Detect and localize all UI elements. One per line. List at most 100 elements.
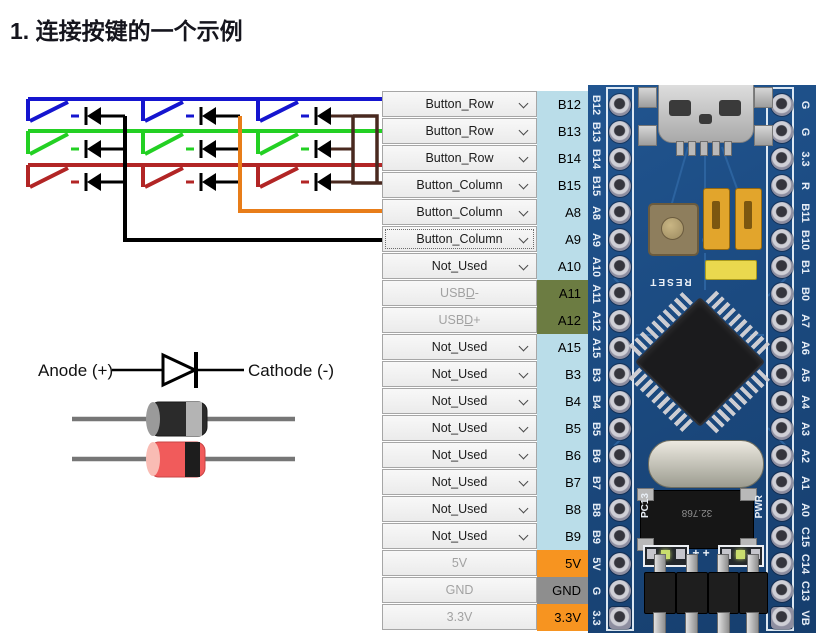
pin-hole-right (771, 93, 793, 116)
board-pin-label-right: C13 (799, 580, 811, 601)
pin-function-label: USBD- (440, 286, 479, 300)
board-pin-label-left: B8 (590, 502, 602, 517)
diode-photo-black (72, 401, 295, 437)
board-pin-label-right: A5 (799, 367, 811, 382)
pin-function-dropdown[interactable]: Not_Used (382, 496, 537, 522)
pin-hole-left (609, 201, 631, 224)
pin-hole-left (609, 552, 631, 575)
pin-function-static: USBD- (382, 280, 537, 306)
pin-cell: A9 (537, 226, 588, 253)
pin-hole-left (609, 93, 631, 116)
pin-function-dropdown[interactable]: Not_Used (382, 442, 537, 468)
pin-function-static: 5V (382, 550, 537, 576)
pin-hole-left (609, 498, 631, 521)
boot0-jumper[interactable] (703, 188, 730, 250)
pin-hole-right (771, 174, 793, 197)
pin-cell: A10 (537, 253, 588, 280)
pin-function-dropdown[interactable]: Button_Row (382, 145, 537, 171)
usb-mount-tab (638, 87, 657, 108)
pin-cell: B13 (537, 118, 588, 145)
board-pin-label-left: A12 (590, 310, 602, 331)
pin-function-dropdown[interactable]: Button_Row (382, 118, 537, 144)
diode-symbol (112, 352, 244, 388)
pin-row: Button_Column A8 (382, 199, 588, 226)
board-pin-label-right: B1 (799, 259, 811, 274)
pin-function-dropdown[interactable]: Not_Used (382, 334, 537, 360)
pin-hole-right (771, 390, 793, 413)
pin-function-dropdown[interactable]: Not_Used (382, 415, 537, 441)
pin-row: USBD+A12 (382, 307, 588, 334)
pin-hole-right (771, 147, 793, 170)
pin-function-static: 3.3V (382, 604, 537, 630)
pin-function-dropdown[interactable]: Button_Row (382, 91, 537, 117)
reset-button[interactable] (648, 203, 699, 256)
pin-hole-left (609, 606, 631, 629)
board-pin-label-left: B7 (590, 475, 602, 490)
pin-function-label: Not_Used (431, 259, 488, 273)
pin-function-dropdown[interactable]: Not_Used (382, 253, 537, 279)
pin-function-dropdown[interactable]: Not_Used (382, 388, 537, 414)
board-pin-label-left: B5 (590, 421, 602, 436)
pin-hole-right (771, 336, 793, 359)
page-title: 1. 连接按键的一个示例 (10, 18, 243, 44)
pin-hole-right (771, 498, 793, 521)
pin-cell: B4 (537, 388, 588, 415)
pin-cell: A8 (537, 199, 588, 226)
board-pin-label-right: B10 (799, 229, 811, 250)
pin-function-dropdown[interactable]: Button_Column (382, 226, 537, 252)
board-pin-label-right: R (799, 181, 811, 190)
pin-hole-left (609, 147, 631, 170)
pin-function-dropdown[interactable]: Button_Column (382, 172, 537, 198)
pin-function-label: Not_Used (431, 475, 488, 489)
diode-photo-red (72, 441, 295, 478)
right-pin-row-silkscreen (766, 87, 794, 631)
board-pin-label-right: C14 (799, 553, 811, 574)
board-pin-label-left: B4 (590, 394, 602, 409)
board-pin-label-left: A8 (590, 205, 602, 220)
pin-hole-right (771, 309, 793, 332)
pin-function-dropdown[interactable]: Button_Column (382, 199, 537, 225)
boot1-jumper[interactable] (735, 188, 762, 250)
pin-hole-right (771, 525, 793, 548)
pin-hole-left (609, 579, 631, 602)
pin-function-dropdown[interactable]: Not_Used (382, 469, 537, 495)
pin-hole-right (771, 282, 793, 305)
pin-function-dropdown[interactable]: Not_Used (382, 523, 537, 549)
pin-function-label: Not_Used (431, 529, 488, 543)
board-pin-label-right: A0 (799, 502, 811, 517)
pin-function-label: Button_Row (425, 124, 494, 138)
board-pin-label-left: A10 (590, 256, 602, 277)
pin-cell: A15 (537, 334, 588, 361)
pin-hole-left (609, 471, 631, 494)
pin-hole-left (609, 363, 631, 386)
board-pin-label-left: 3.3 (590, 609, 602, 626)
pin-hole-left (609, 120, 631, 143)
usb-mount-tab (754, 125, 773, 146)
board-pin-label-left: A9 (590, 232, 602, 247)
pin-cell: B8 (537, 496, 588, 523)
board-pin-label-right: A4 (799, 394, 811, 409)
pin-function-static: GND (382, 577, 537, 603)
board-pin-label-left: B12 (590, 94, 602, 115)
pin-function-static: USBD+ (382, 307, 537, 333)
pin-row: Button_Row B13 (382, 118, 588, 145)
board-pin-label-right: C15 (799, 526, 811, 547)
board-pin-label-right: A2 (799, 448, 811, 463)
pin-hole-left (609, 525, 631, 548)
pin-hole-right (771, 363, 793, 386)
button-matrix-schematic (26, 97, 382, 242)
pin-function-label: Button_Column (416, 205, 503, 219)
pin-hole-left (609, 336, 631, 359)
pin-row: Not_Used A10 (382, 253, 588, 280)
pin-hole-right (771, 255, 793, 278)
pin-function-dropdown[interactable]: Not_Used (382, 361, 537, 387)
pin-function-label: Not_Used (431, 367, 488, 381)
